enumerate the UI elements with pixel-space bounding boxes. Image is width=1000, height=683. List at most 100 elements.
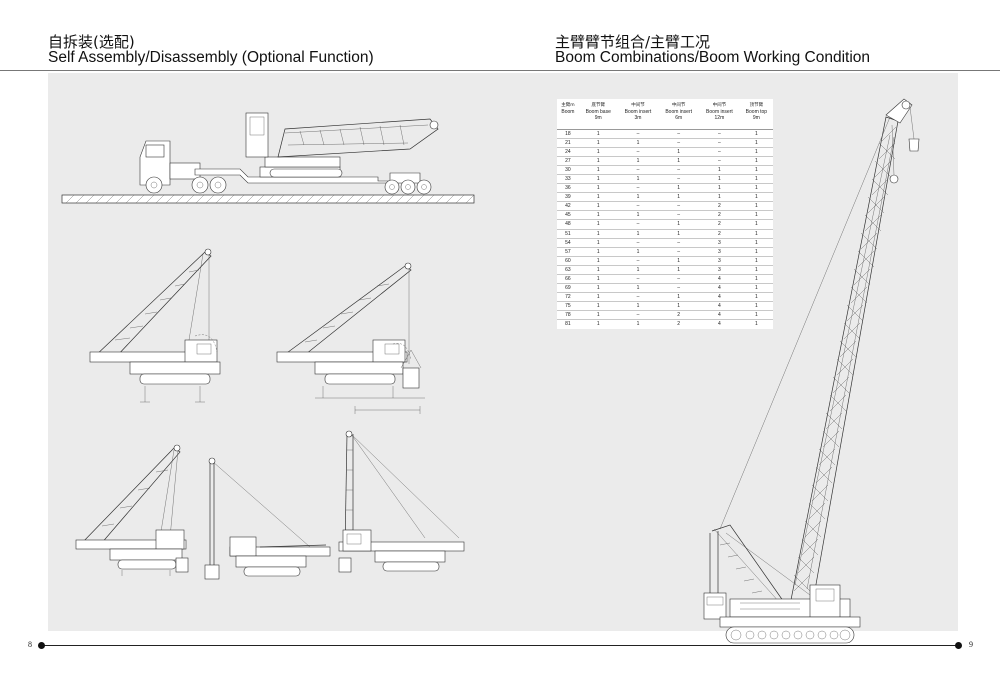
assembly-step-5-drawing: [338, 430, 465, 573]
table-cell: 1: [658, 147, 700, 157]
table-cell: 1: [699, 183, 740, 193]
table-header-cell: 底节臂 Boom base 9m: [585, 103, 611, 121]
table-cell: 4: [699, 309, 740, 320]
table-header-row: 主臂m Boom 底节臂 Boom base 9m 中间节 Boom inser…: [557, 99, 773, 130]
table-header-cell: 中间节 Boom insert 6m: [665, 103, 693, 121]
table-cell: 1: [578, 246, 618, 257]
table-cell: –: [617, 309, 659, 320]
table-cell: 1: [739, 273, 773, 284]
table-cell: 60: [557, 255, 579, 266]
table-cell: 1: [578, 147, 618, 157]
table-cell: 1: [578, 264, 618, 275]
table-cell: 1: [578, 192, 618, 202]
table-cell: 1: [578, 174, 618, 184]
table-header-cell: 顶节臂 Boom top 9m: [745, 103, 768, 121]
crawler-crane-working-drawing: [703, 98, 920, 644]
table-cell: –: [699, 147, 740, 157]
table-cell: 2: [658, 318, 700, 329]
table-cell: 45: [557, 210, 579, 220]
table-cell: 1: [578, 309, 618, 320]
footer-dot-right: [955, 642, 962, 649]
table-cell: 1: [658, 156, 700, 166]
table-cell: –: [617, 128, 659, 139]
table-cell: 1: [578, 165, 618, 175]
table-cell: 2: [699, 201, 740, 211]
table-cell: 3: [699, 246, 740, 257]
table-cell: –: [617, 255, 659, 266]
table-cell: 1: [617, 318, 659, 329]
table-cell: 1: [658, 192, 700, 202]
table-cell: 1: [578, 282, 618, 293]
right-page-title-en: Boom Combinations/Boom Working Condition: [555, 49, 871, 66]
table-cell: –: [658, 282, 700, 293]
table-cell: 1: [578, 210, 618, 220]
table-cell: 1: [578, 156, 618, 166]
table-header-cell: 主臂m Boom: [561, 103, 575, 115]
table-cell: 1: [658, 300, 700, 311]
table-cell: 75: [557, 300, 579, 311]
table-cell: –: [699, 128, 740, 139]
table-cell: 4: [699, 282, 740, 293]
table-cell: 1: [739, 255, 773, 266]
table-cell: 1: [658, 219, 700, 230]
table-cell: –: [617, 165, 659, 175]
table-cell: 1: [739, 138, 773, 148]
table-cell: –: [658, 210, 700, 220]
table-cell: 33: [557, 174, 579, 184]
assembly-step-3-drawing: [75, 444, 189, 576]
table-cell: 1: [578, 300, 618, 311]
transport-truck-drawing: [61, 112, 475, 204]
footer-rule: [40, 645, 960, 646]
table-cell: 2: [699, 210, 740, 220]
table-cell: –: [658, 138, 700, 148]
table-cell: 1: [617, 264, 659, 275]
left-page-title-cn: 自拆装(选配): [48, 33, 135, 51]
table-cell: 1: [578, 138, 618, 148]
table-cell: 1: [617, 138, 659, 148]
table-cell: 2: [699, 219, 740, 230]
page-number-right: 9: [969, 640, 973, 649]
table-cell: 36: [557, 183, 579, 193]
table-cell: 1: [658, 255, 700, 266]
table-cell: 1: [739, 300, 773, 311]
table-cell: 1: [617, 246, 659, 257]
table-cell: 1: [739, 201, 773, 211]
table-cell: 1: [578, 273, 618, 284]
table-cell: 1: [578, 219, 618, 230]
table-cell: 1: [739, 246, 773, 257]
table-cell: 4: [699, 318, 740, 329]
table-cell: 42: [557, 201, 579, 211]
table-cell: 69: [557, 282, 579, 293]
table-cell: 1: [617, 192, 659, 202]
table-cell: 1: [739, 318, 773, 329]
table-cell: –: [658, 165, 700, 175]
table-cell: 51: [557, 228, 579, 239]
table-cell: 1: [617, 174, 659, 184]
table-cell: 1: [617, 300, 659, 311]
table-cell: –: [617, 291, 659, 302]
table-cell: 1: [739, 309, 773, 320]
table-cell: 24: [557, 147, 579, 157]
table-cell: 1: [739, 156, 773, 166]
table-cell: 1: [578, 228, 618, 239]
table-cell: 63: [557, 264, 579, 275]
table-cell: 30: [557, 165, 579, 175]
table-cell: 39: [557, 192, 579, 202]
table-header-cell: 中间节 Boom insert 12m: [706, 103, 733, 121]
table-cell: 4: [699, 291, 740, 302]
table-cell: 21: [557, 138, 579, 148]
table-cell: 1: [739, 192, 773, 202]
table-cell: 1: [578, 318, 618, 329]
table-cell: –: [658, 201, 700, 211]
table-cell: 1: [739, 228, 773, 239]
table-cell: –: [617, 183, 659, 193]
table-cell: 2: [658, 309, 700, 320]
